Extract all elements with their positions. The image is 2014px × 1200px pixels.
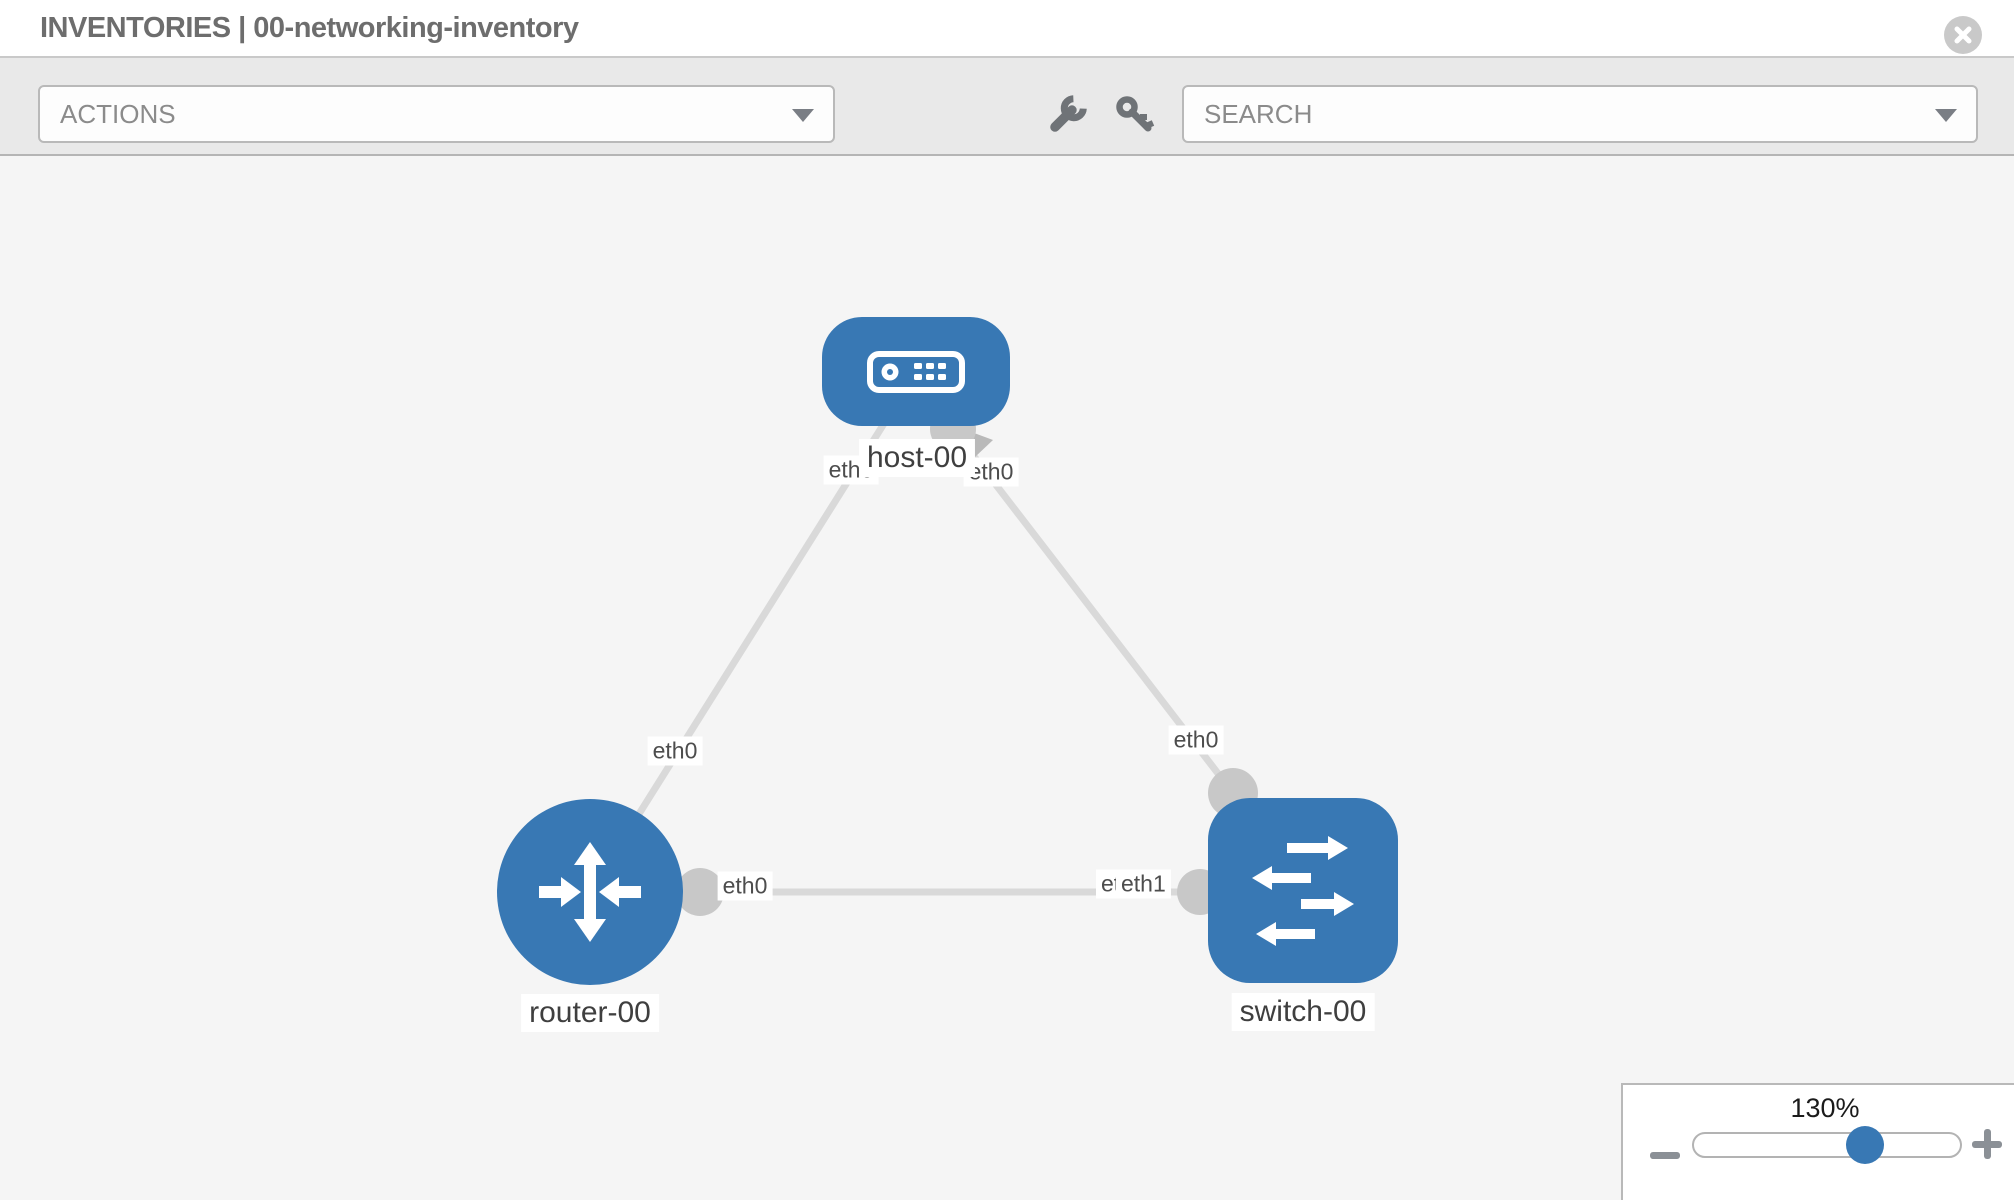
plus-icon <box>1983 1129 1991 1159</box>
close-button[interactable] <box>1944 16 1982 54</box>
key-button[interactable] <box>1113 94 1157 138</box>
page-title: INVENTORIES | 00-networking-inventory <box>40 12 579 44</box>
toolbar: ACTIONS SEARCH <box>0 56 2014 156</box>
switch-arrows-icon <box>1252 835 1354 946</box>
chevron-down-icon <box>792 109 814 122</box>
zoom-slider-track[interactable] <box>1692 1132 1962 1158</box>
node-switch-00[interactable] <box>1208 798 1398 983</box>
iface-label-switch-eth1: eth1 <box>1116 869 1171 899</box>
actions-dropdown[interactable]: ACTIONS <box>38 85 835 143</box>
actions-dropdown-label: ACTIONS <box>60 99 176 129</box>
iface-label-router-eth0: eth0 <box>717 871 773 901</box>
node-label-router-00: router-00 <box>521 994 659 1032</box>
router-arrows-icon <box>539 842 641 942</box>
node-label-switch-00: switch-00 <box>1231 993 1375 1031</box>
node-host-00[interactable] <box>822 317 1010 426</box>
minus-icon <box>1650 1152 1680 1159</box>
search-dropdown-label: SEARCH <box>1204 99 1313 129</box>
zoom-out-button[interactable] <box>1650 1140 1680 1170</box>
search-dropdown[interactable]: SEARCH <box>1182 85 1978 143</box>
close-icon <box>1954 26 1972 44</box>
node-router-00[interactable] <box>497 799 683 985</box>
zoom-slider-thumb[interactable] <box>1846 1126 1884 1164</box>
iface-label-switch-eth0: eth0 <box>1168 725 1224 755</box>
chevron-down-icon <box>1935 109 1957 122</box>
topology-canvas[interactable] <box>0 156 2014 1200</box>
port-circle-router-eth0 <box>676 868 724 916</box>
server-icon <box>867 350 965 393</box>
zoom-level-label: 130% <box>1790 1093 1860 1123</box>
header-bar: INVENTORIES | 00-networking-inventory <box>0 0 2014 56</box>
iface-label-router-eth0-uplink: eth0 <box>647 736 703 766</box>
zoom-in-button[interactable] <box>1972 1129 2002 1159</box>
wrench-icon <box>1050 95 1087 132</box>
key-icon <box>1116 96 1155 132</box>
wrench-button[interactable] <box>1045 94 1089 138</box>
node-label-host-00: host-00 <box>858 439 976 477</box>
zoom-panel: 130% <box>1621 1083 2014 1200</box>
